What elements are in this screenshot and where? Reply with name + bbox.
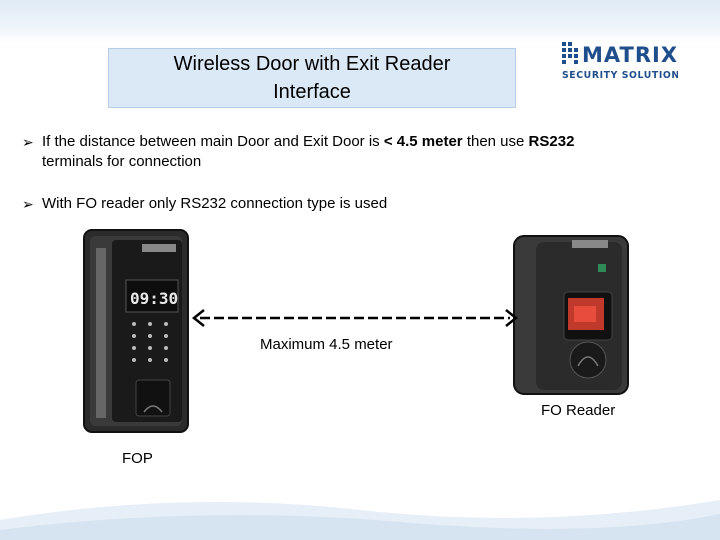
matrix-logo-graphic: MATRIX SECURITY SOLUTIONS	[560, 36, 678, 82]
slide-title-box: Wireless Door with Exit Reader Interface	[108, 48, 516, 108]
slide-title-line-2: Interface	[273, 78, 351, 106]
arrow-bullet-icon: ➢	[22, 194, 42, 214]
logo-tagline: SECURITY SOLUTIONS	[562, 70, 678, 81]
connection-distance-label: Maximum 4.5 meter	[260, 336, 393, 353]
arrow-bullet-icon: ➢	[22, 132, 42, 152]
slide-title-line-1: Wireless Door with Exit Reader	[174, 50, 451, 78]
logo-wordmark: MATRIX	[582, 43, 678, 67]
connection-arrow	[190, 308, 520, 328]
matrix-logo: MATRIX SECURITY SOLUTIONS	[560, 36, 678, 82]
fop-label: FOP	[122, 450, 153, 467]
fop-device-image: 09:30	[82, 228, 192, 436]
bottom-decorative-wave	[0, 480, 720, 540]
fo-reader-label: FO Reader	[541, 402, 615, 419]
bullet-text-1: If the distance between main Door and Ex…	[42, 132, 574, 172]
bullet-item-1: ➢ If the distance between main Door and …	[22, 132, 662, 172]
fo-reader-device-image	[512, 234, 630, 396]
bullet-item-2: ➢ With FO reader only RS232 connection t…	[22, 194, 662, 214]
device-screen-time: 09:30	[130, 289, 178, 308]
bullet-list: ➢ If the distance between main Door and …	[22, 132, 662, 236]
bullet-text-2: With FO reader only RS232 connection typ…	[42, 194, 387, 214]
